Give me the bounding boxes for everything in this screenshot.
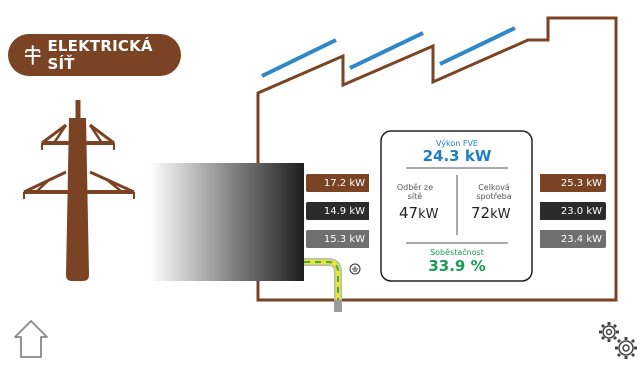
fve-value: 24.3 kW <box>422 147 492 165</box>
power-tower-icon <box>23 100 135 281</box>
input-phase-3: 15.3 kW <box>306 230 369 248</box>
grid-unit: kW <box>418 207 439 222</box>
input-phase-2: 14.9 kW <box>306 202 369 220</box>
main-cable <box>150 163 304 281</box>
total-reading: 72kW <box>471 203 525 222</box>
power-line-icon <box>24 45 41 65</box>
total-unit: kW <box>490 207 511 222</box>
grid-value: 47 <box>399 204 419 222</box>
gear-icon[interactable] <box>596 318 640 362</box>
self-sufficiency-value: 33.9 % <box>428 257 486 275</box>
solar-panel-2 <box>349 31 424 70</box>
badge-label: ELEKTRICKÁ SÍŤ <box>47 37 153 73</box>
total-label-2: spotřeba <box>476 192 512 201</box>
output-phase-3: 23.4 kW <box>540 230 606 248</box>
electric-grid-button[interactable]: ELEKTRICKÁ SÍŤ <box>8 34 181 76</box>
total-value: 72 <box>471 204 491 222</box>
home-icon[interactable] <box>12 318 50 360</box>
grid-reading: 47kW <box>399 203 453 222</box>
solar-panel-3 <box>439 26 516 66</box>
solar-panel-1 <box>261 38 337 78</box>
self-sufficiency-label: Soběstačnost <box>430 248 484 257</box>
factory-outline <box>256 16 618 302</box>
output-phase-2: 23.0 kW <box>540 202 606 220</box>
grid-label-1: Odběr ze <box>396 183 434 192</box>
input-phase-1: 17.2 kW <box>306 174 369 192</box>
fve-label: Výkon FVE <box>436 139 478 148</box>
total-label-1: Celková <box>478 183 510 192</box>
output-phase-1: 25.3 kW <box>540 174 606 192</box>
ground-symbol-icon <box>349 263 361 275</box>
ground-wire <box>304 258 342 312</box>
grid-label-2: sítě <box>407 192 423 201</box>
